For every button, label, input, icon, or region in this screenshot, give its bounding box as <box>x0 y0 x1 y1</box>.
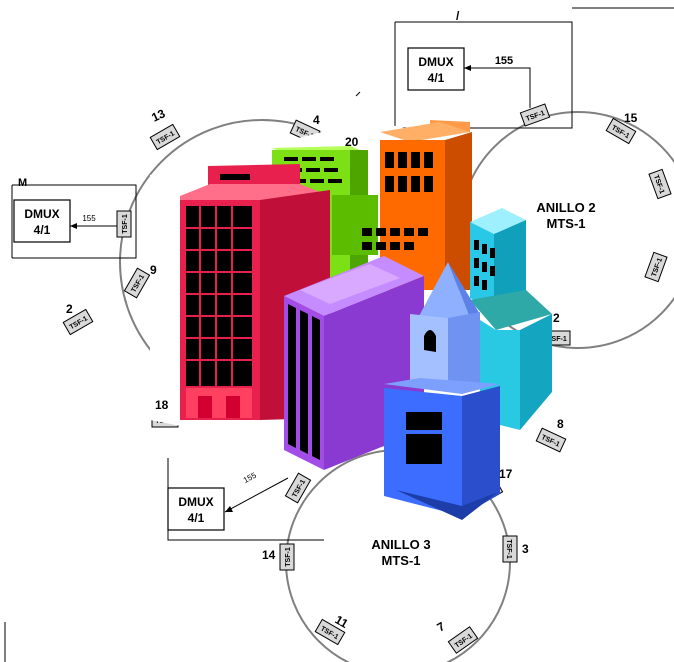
dmux-left-box <box>13 199 71 243</box>
dmux-bottom-box <box>167 487 225 531</box>
node-number-4: 4 <box>313 113 320 127</box>
ring-3-label-line2: MTS-1 <box>382 553 421 568</box>
ring-3-label-line1: ANILLO 3 <box>371 537 430 552</box>
node-number-14: 14 <box>262 548 276 562</box>
dmux-top-arrowhead <box>464 65 471 71</box>
dmux-bottom-arrowhead <box>225 506 233 512</box>
dmux-frames <box>4 7 674 662</box>
ring-3-label: ANILLO 3 MTS-1 <box>371 537 430 568</box>
tsf-node-9: TSF-1 <box>123 267 151 299</box>
dmux-top: DMUX 4/1 155 <box>407 47 531 108</box>
dmux-bottom: DMUX 4/1 155 <box>167 470 289 531</box>
tsf-node-8: TSF-1 <box>535 427 567 453</box>
node-number-3: 3 <box>522 542 529 556</box>
tsf-node-ring2-right-lower: TSF-1 <box>644 251 668 283</box>
buildings-illustration <box>150 120 552 520</box>
tsf-node-14: TSF-1 <box>279 543 295 571</box>
tsf-node-left-dmux: TSF-1 <box>116 210 132 238</box>
svg-text:TSF-1: TSF-1 <box>547 336 567 343</box>
dmux-bottom-frame <box>167 458 324 541</box>
node-number-7: 7 <box>435 619 448 635</box>
dmux-top-line1: DMUX <box>418 55 453 69</box>
tsf-node-ring2-right-upper: TSF-1 <box>648 168 672 200</box>
node-number-8: 8 <box>557 417 564 431</box>
dmux-left-arrowhead <box>70 223 77 229</box>
dmux-top-link <box>464 67 531 108</box>
tsf-node-3: TSF-1 <box>502 535 518 563</box>
node-number-9: 9 <box>150 263 157 277</box>
svg-text:TSF-1: TSF-1 <box>285 547 292 567</box>
node-number-18: 18 <box>155 398 169 412</box>
blue-building <box>384 262 500 520</box>
tsf-node-13: TSF-1 <box>149 123 181 151</box>
dmux-top-box <box>407 47 465 91</box>
tsf-node-ring3-dmux: TSF-1 <box>284 472 312 504</box>
dmux-bottom-line2: 4/1 <box>188 511 205 525</box>
dmux-left-link-label: 155 <box>82 214 96 223</box>
ring-2-label-line2: MTS-1 <box>547 216 586 231</box>
dmux-left-frame <box>12 184 137 259</box>
dmux-top-frame <box>394 21 573 129</box>
edge-mark-m: M <box>18 177 27 189</box>
edge-mark-slash: / <box>456 9 460 23</box>
dmux-bottom-link <box>224 477 289 513</box>
dmux-top-line2: 4/1 <box>428 71 445 85</box>
node-number-2b: 2 <box>553 311 560 325</box>
dmux-bottom-link-label: 155 <box>242 470 258 484</box>
dmux-bottom-line1: DMUX <box>178 495 213 509</box>
tsf-node-2-left: TSF-1 <box>62 308 94 336</box>
node-number-13: 13 <box>149 106 167 124</box>
tsf-node-top-ring2: TSF-1 <box>519 103 551 127</box>
tsf-nodes: TSF-1 TSF-1 TSF-1 TSF-1 TSF-1 TSF-1 TSF-… <box>62 103 672 654</box>
dmux-left-line1: DMUX <box>24 207 59 221</box>
node-number-15: 15 <box>624 111 638 125</box>
tsf-node-11: TSF-1 <box>314 618 346 646</box>
dmux-left: DMUX 4/1 155 <box>13 199 118 243</box>
dmux-left-line2: 4/1 <box>34 223 51 237</box>
orange-building <box>362 120 472 290</box>
svg-text:TSF-1: TSF-1 <box>122 214 129 234</box>
node-number-17: 17 <box>499 467 513 481</box>
tsf-node-15: TSF-1 <box>605 117 637 145</box>
tsf-node-7: TSF-1 <box>447 626 479 654</box>
ring-2-label: ANILLO 2 MTS-1 <box>536 200 595 231</box>
ring-2-label-line1: ANILLO 2 <box>536 200 595 215</box>
svg-text:TSF-1: TSF-1 <box>505 539 512 559</box>
node-number-2a: 2 <box>66 302 73 316</box>
dmux-top-link-label: 155 <box>495 55 513 67</box>
node-number-20: 20 <box>345 135 359 149</box>
